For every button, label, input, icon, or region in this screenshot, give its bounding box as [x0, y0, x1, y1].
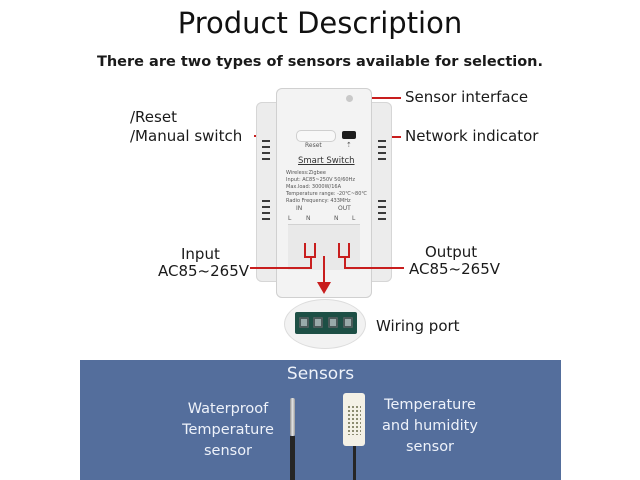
output-label: Output — [425, 243, 478, 261]
waterproof-line-2: Temperature — [182, 422, 274, 438]
humidity-sensor-cable — [353, 446, 356, 480]
vent-slot — [378, 146, 386, 148]
input-label: Input — [181, 245, 220, 263]
arrow-down-line — [323, 256, 325, 284]
spec-wireless: Wireless:Zigbee — [286, 170, 326, 176]
vent-slot — [378, 152, 386, 154]
screw-icon — [299, 317, 309, 328]
in-label: IN — [296, 205, 303, 212]
manual-switch-label: /Manual switch — [130, 127, 243, 145]
humidity-sensor-icon — [343, 393, 365, 446]
vent-slot — [262, 206, 270, 208]
reset-button[interactable] — [296, 130, 336, 142]
spec-temperature-range: Temperature range: -20℃~80℃ — [286, 191, 368, 197]
screw-icon — [343, 317, 353, 328]
network-indicator-led — [342, 131, 356, 139]
waterproof-sensor-label: Waterproof Temperature sensor — [168, 399, 288, 462]
vent-slot — [378, 200, 386, 202]
in-terminal-l: L — [288, 215, 292, 222]
waterproof-probe-icon — [290, 398, 295, 436]
vent-slot — [262, 212, 270, 214]
input-voltage-label: AC85~265V — [158, 262, 250, 280]
sensor-interface-label: Sensor interface — [405, 88, 529, 106]
terminal-block — [295, 312, 357, 334]
temp-humidity-line-1: Temperature — [384, 397, 476, 413]
page-subtitle: There are two types of sensors available… — [96, 54, 544, 70]
wifi-icon: ⇡ — [346, 141, 352, 149]
spec-max-load: Max.load: 3000W/16A — [286, 184, 342, 190]
waterproof-line-1: Waterproof — [187, 401, 269, 417]
out-terminal-l: L — [352, 215, 356, 222]
sensors-panel: Sensors Waterproof Temperature sensor Te… — [80, 360, 561, 480]
in-bracket-drop — [310, 256, 312, 268]
temp-humidity-sensor-label: Temperature and humidity sensor — [370, 395, 490, 458]
spec-radio-frequency: Radio Frequency: 433MHz — [286, 198, 351, 204]
spec-input: Input: AC85~250V 50/60Hz — [286, 177, 355, 183]
output-voltage-label: AC85~265V — [409, 260, 501, 278]
vent-slot — [378, 218, 386, 220]
network-indicator-label: Network indicator — [405, 127, 539, 145]
reset-label: /Reset — [130, 108, 177, 126]
out-terminal-n: N — [334, 215, 339, 222]
out-n-wire — [338, 243, 340, 257]
temp-humidity-line-2: and humidity — [382, 418, 478, 434]
reset-button-label: Reset — [305, 142, 322, 149]
waterproof-line-3: sensor — [203, 443, 253, 459]
in-terminal-n: N — [306, 215, 311, 222]
wiring-port-image — [285, 300, 365, 348]
vent-slot — [378, 158, 386, 160]
vent-slot — [262, 140, 270, 142]
sensors-title: Sensors — [286, 364, 355, 384]
in-l-wire — [304, 243, 306, 257]
screw-icon — [328, 317, 338, 328]
out-bracket-drop — [344, 256, 346, 268]
input-callout-line — [250, 267, 312, 269]
screw-icon — [313, 317, 323, 328]
sensor-interface-port — [346, 95, 353, 102]
probe-cable — [290, 436, 295, 480]
temp-humidity-line-3: sensor — [405, 439, 455, 455]
vent-slot — [262, 218, 270, 220]
output-callout-line — [344, 267, 404, 269]
vent-slot — [262, 158, 270, 160]
out-label: OUT — [338, 205, 351, 212]
wiring-port-label: Wiring port — [376, 317, 460, 335]
vent-slot — [378, 140, 386, 142]
vent-slot — [262, 152, 270, 154]
out-l-wire — [348, 243, 350, 257]
sensor-vent-dots — [347, 405, 361, 435]
vent-slot — [262, 146, 270, 148]
vent-slot — [262, 200, 270, 202]
device-name: Smart Switch — [298, 156, 355, 166]
in-n-wire — [314, 243, 316, 257]
arrow-down-icon — [317, 282, 331, 294]
page-title: Product Description — [177, 6, 463, 40]
vent-slot — [378, 212, 386, 214]
vent-slot — [378, 206, 386, 208]
